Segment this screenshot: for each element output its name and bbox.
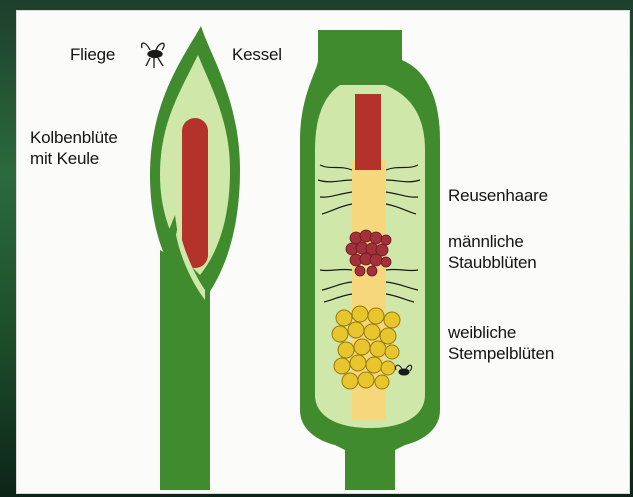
label-kessel: Kessel: [232, 44, 282, 65]
spathe-left: [150, 26, 240, 490]
label-kolbenbluete: Kolbenblüte mit Keule: [30, 127, 118, 169]
label-reusenhaare: Reusenhaare: [448, 185, 548, 206]
label-stempelblueten: weibliche Stempelblüten: [448, 322, 554, 364]
spadix-top: [355, 94, 381, 170]
label-fliege: Fliege: [70, 44, 115, 65]
label-staubblueten: männliche Staubblüten: [448, 231, 537, 273]
spadix-club: [182, 118, 208, 268]
fly-icon: [142, 43, 165, 68]
